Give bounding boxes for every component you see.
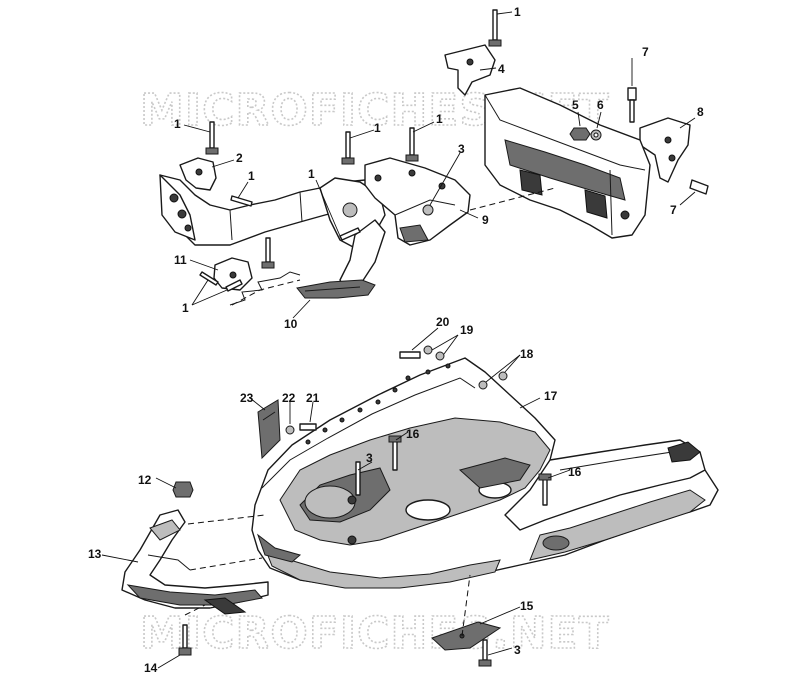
part-9-bulkhead bbox=[364, 157, 471, 246]
callout-16-b: 16 bbox=[568, 465, 582, 479]
callout-12: 12 bbox=[138, 473, 152, 487]
part-8-bracket bbox=[639, 117, 691, 183]
callout-4: 4 bbox=[498, 62, 505, 76]
callout-22: 22 bbox=[282, 391, 296, 405]
callout-1-b: 1 bbox=[174, 117, 181, 131]
callout-1-f: 1 bbox=[308, 167, 315, 181]
callout-1-a: 1 bbox=[514, 5, 521, 19]
callout-19: 19 bbox=[460, 323, 474, 337]
part-2-bracket bbox=[179, 157, 217, 191]
callout-7-a: 7 bbox=[642, 45, 649, 59]
callout-18: 18 bbox=[520, 347, 534, 361]
part-13-bumper bbox=[121, 509, 269, 615]
leader-lines bbox=[101, 11, 696, 669]
break-line bbox=[229, 271, 301, 306]
callout-9: 9 bbox=[482, 213, 489, 227]
callout-21: 21 bbox=[306, 391, 320, 405]
callout-16-a: 16 bbox=[406, 427, 420, 441]
assembly-line-e bbox=[184, 604, 206, 616]
callout-17: 17 bbox=[544, 389, 558, 403]
callout-1-c: 1 bbox=[248, 169, 255, 183]
fasteners-top bbox=[199, 9, 709, 292]
callout-1-d: 1 bbox=[374, 121, 381, 135]
callout-1-g: 1 bbox=[182, 301, 189, 315]
fasteners-bottom bbox=[172, 345, 552, 667]
callout-3-a: 3 bbox=[458, 142, 465, 156]
callout-10: 10 bbox=[284, 317, 298, 331]
callout-labels: 1 4 7 5 6 8 7 1 2 1 1 1 3 9 1 11 1 10 20… bbox=[88, 5, 704, 675]
assembly-line-d bbox=[189, 557, 263, 571]
rear-chassis-box bbox=[484, 87, 651, 239]
callout-3-c: 3 bbox=[514, 643, 521, 657]
watermark-bottom: MICROFICHES.NET bbox=[140, 608, 610, 659]
callout-13: 13 bbox=[88, 547, 102, 561]
part-11-bracket bbox=[213, 257, 253, 291]
part-23-deflector bbox=[257, 399, 281, 460]
callout-7-b: 7 bbox=[670, 203, 677, 217]
callout-5: 5 bbox=[572, 98, 579, 112]
callout-11: 11 bbox=[174, 253, 187, 267]
callout-3-b: 3 bbox=[366, 451, 373, 465]
callout-6: 6 bbox=[597, 98, 604, 112]
callout-2: 2 bbox=[236, 151, 243, 165]
part-10-skid bbox=[296, 279, 376, 299]
callout-15: 15 bbox=[520, 599, 534, 613]
part-17-belly-pan bbox=[251, 357, 719, 589]
callout-1-e: 1 bbox=[436, 112, 443, 126]
assembly-line-f bbox=[461, 574, 471, 637]
assembly-line-b bbox=[469, 187, 556, 211]
callout-8: 8 bbox=[697, 105, 704, 119]
callout-20: 20 bbox=[436, 315, 450, 329]
assembly-line-c bbox=[187, 514, 266, 525]
callout-23: 23 bbox=[240, 391, 254, 405]
callout-14: 14 bbox=[144, 661, 158, 675]
part-4-bracket bbox=[444, 44, 496, 96]
